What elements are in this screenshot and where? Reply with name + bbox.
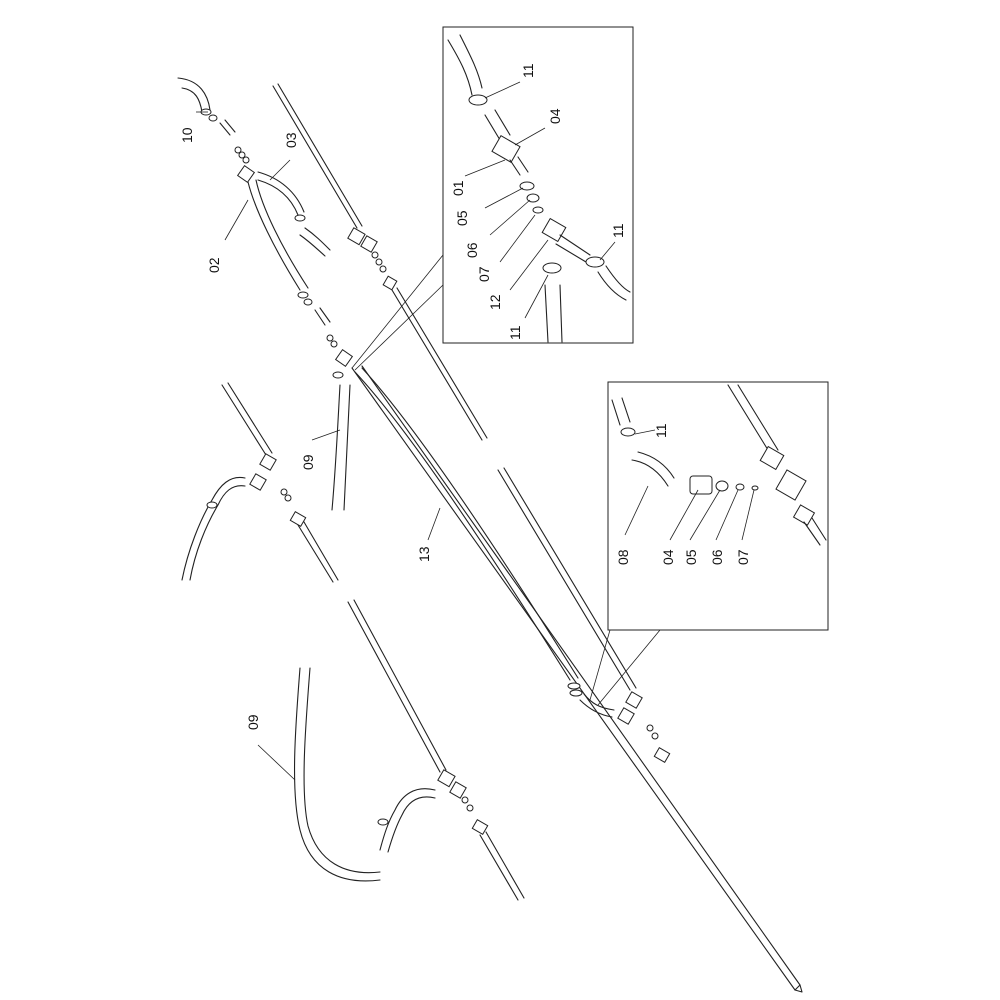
inset-top-callout-04: 04 [547, 108, 563, 124]
inset-right-callout-08: 08 [615, 549, 631, 565]
callout-10: 10 [179, 127, 195, 143]
right-section-tube [497, 467, 671, 764]
leader-lines [196, 81, 755, 781]
inset-top-callout-07: 07 [476, 266, 492, 282]
hose-09-lower [293, 667, 381, 882]
callout-02: 02 [206, 257, 222, 273]
inset-top-callout-11-c: 11 [610, 223, 626, 238]
inset-right-callout-11: 11 [653, 423, 669, 438]
hose-02 [247, 179, 354, 379]
inset-right-detail [589, 381, 829, 706]
middle-left-section [181, 382, 339, 583]
hose-09-upper [331, 384, 351, 511]
main-boom-tube [351, 365, 803, 993]
inset-top-detail [351, 26, 634, 371]
callout-09-lower: 09 [245, 714, 261, 730]
inset-top-callout-06: 06 [464, 242, 480, 258]
hose-03 [257, 171, 331, 257]
upper-section-tube [272, 83, 488, 441]
inset-top-callout-11-a: 11 [520, 63, 536, 78]
inset-top-callout-01: 01 [450, 180, 466, 196]
inset-right-callout-04: 04 [660, 549, 676, 565]
inset-top-callout-05: 05 [454, 210, 470, 226]
inset-right-callout-07: 07 [735, 549, 751, 565]
hose-13 [354, 367, 583, 697]
callout-03: 03 [283, 132, 299, 148]
callout-13: 13 [416, 546, 432, 562]
inset-top-callout-12: 12 [487, 294, 503, 310]
inset-right-callout-06: 06 [709, 549, 725, 565]
callout-09-upper: 09 [300, 454, 316, 470]
inset-top-callout-11-b: 11 [507, 325, 523, 340]
lower-section-tube [347, 599, 525, 901]
inset-right-callout-05: 05 [683, 549, 699, 565]
